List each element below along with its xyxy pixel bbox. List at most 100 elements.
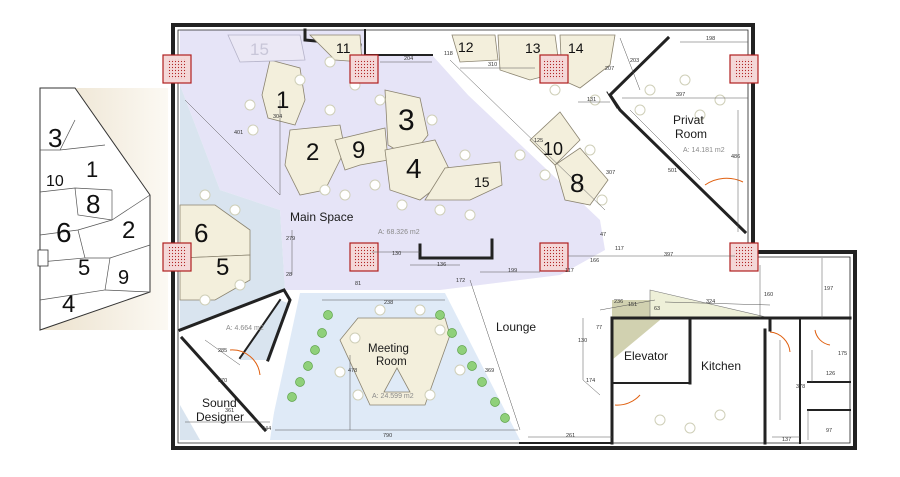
legend-zone-5: 5 [78,255,90,280]
dim-label: 370 [218,378,227,384]
meeting-room-label-1: Meeting [368,343,409,355]
dim-label: 324 [706,299,715,305]
zone-4: 4 [406,153,422,184]
zone-8-desk [554,147,609,206]
zone-12-desk [451,34,499,63]
dim-label: 544 [262,426,271,432]
dim-label: 478 [348,368,357,374]
legend-zone-3: 3 [48,123,62,153]
zone-2: 2 [306,139,319,166]
dimension-lines [184,37,823,440]
dim-label: 304 [273,114,282,120]
privat-room-label-1: Privat [673,113,704,127]
legend-zone-4: 4 [62,291,75,318]
dim-label: 117 [565,268,574,274]
dim-label: 207 [605,66,614,72]
dim-label: 279 [286,236,295,242]
zone-15-desk [424,161,503,201]
plants [287,310,510,423]
dim-label: 401 [234,130,243,136]
kitchen-label: Kitchen [701,359,741,373]
zone-14: 14 [568,40,584,56]
main-space-area: A: 68.326 m2 [378,229,420,236]
dim-label: 47 [600,232,606,238]
sound-designer-label-1: Sound [202,396,237,410]
main-space-label: Main Space [290,210,354,224]
zone-15b-desk [227,34,306,63]
zone-1: 1 [276,87,289,114]
legend-zone-1: 1 [86,157,98,182]
dim-label: 378 [796,384,805,390]
dim-label: 307 [606,170,615,176]
zone-6: 6 [194,218,208,248]
dim-label: 172 [456,278,465,284]
dim-label: 199 [508,268,517,274]
zone-11: 11 [336,40,351,56]
room-labels: Main Space A: 68.326 m2 Privat Room A: 1… [196,113,741,424]
furniture [179,34,616,406]
lounge-label: Lounge [496,320,536,334]
zone-9-desk [334,127,389,171]
dim-label: 197 [824,286,833,292]
doors [229,177,831,406]
meeting-room-label-2: Room [376,356,407,368]
dim-label: 238 [384,300,393,306]
dim-label: 130 [392,251,401,257]
zone-labels: 15 11 12 13 14 1 2 9 3 4 15 10 8 6 5 [194,39,584,281]
zone-1-desk [261,59,306,126]
walls [171,23,857,450]
dim-label: 130 [578,338,587,344]
privat-room-label-2: Room [675,127,707,141]
sound-designer-area: A: 4.664 m2 [226,325,264,332]
dim-label: 369 [485,368,494,374]
dim-label: 397 [664,252,673,258]
dim-label: 160 [764,292,773,298]
dim-label: 137 [782,437,791,443]
dim-label: 361 [225,408,234,414]
legend-zone-8: 8 [86,189,100,219]
elevator-label: Elevator [624,349,668,363]
dim-label: 131 [587,97,596,103]
dim-label: 166 [590,258,599,264]
zone-9: 9 [352,137,365,164]
dim-label: 236 [614,299,623,305]
meeting-table [339,317,451,406]
zone-10-desk [529,111,581,166]
dim-label: 204 [404,56,413,62]
dim-label: 261 [566,433,575,439]
legend-zone-6: 6 [56,217,72,248]
zone-8: 8 [570,168,584,198]
zone-10: 10 [543,139,563,159]
dim-label: 151 [628,302,637,308]
zone-15-faded: 15 [250,40,269,59]
dimension-labels: 204 118 310 198 207 203 131 397 486 501 … [218,36,847,443]
dim-label: 174 [586,378,595,384]
legend-zone-9: 9 [118,267,129,289]
dim-label: 81 [355,281,361,287]
meeting-room-area: A: 24.599 m2 [372,393,414,400]
dim-label: 77 [596,325,602,331]
dim-label: 125 [534,138,543,144]
dim-label: 198 [706,36,715,42]
dim-label: 285 [218,348,227,354]
elevator-shaft [612,300,660,360]
zone-legend: 3 1 10 8 6 2 5 9 4 [37,87,168,331]
dim-label: 126 [826,371,835,377]
dim-label: 118 [444,51,453,57]
zone-3: 3 [398,104,415,137]
zone-15: 15 [474,174,490,190]
sound-designer-label-2: Designer [196,410,244,424]
dim-label: 63 [654,306,660,312]
dim-label: 28 [286,272,292,278]
dim-label: 486 [731,154,740,160]
dim-label: 397 [676,92,685,98]
zone-5: 5 [216,254,229,281]
dim-label: 136 [437,262,446,268]
dim-label: 175 [838,351,847,357]
dim-label: 117 [615,246,624,252]
legend-zone-2: 2 [122,217,135,244]
legend-zone-10: 10 [46,173,64,190]
dim-label: 501 [668,168,677,174]
dim-label: 97 [826,428,832,434]
